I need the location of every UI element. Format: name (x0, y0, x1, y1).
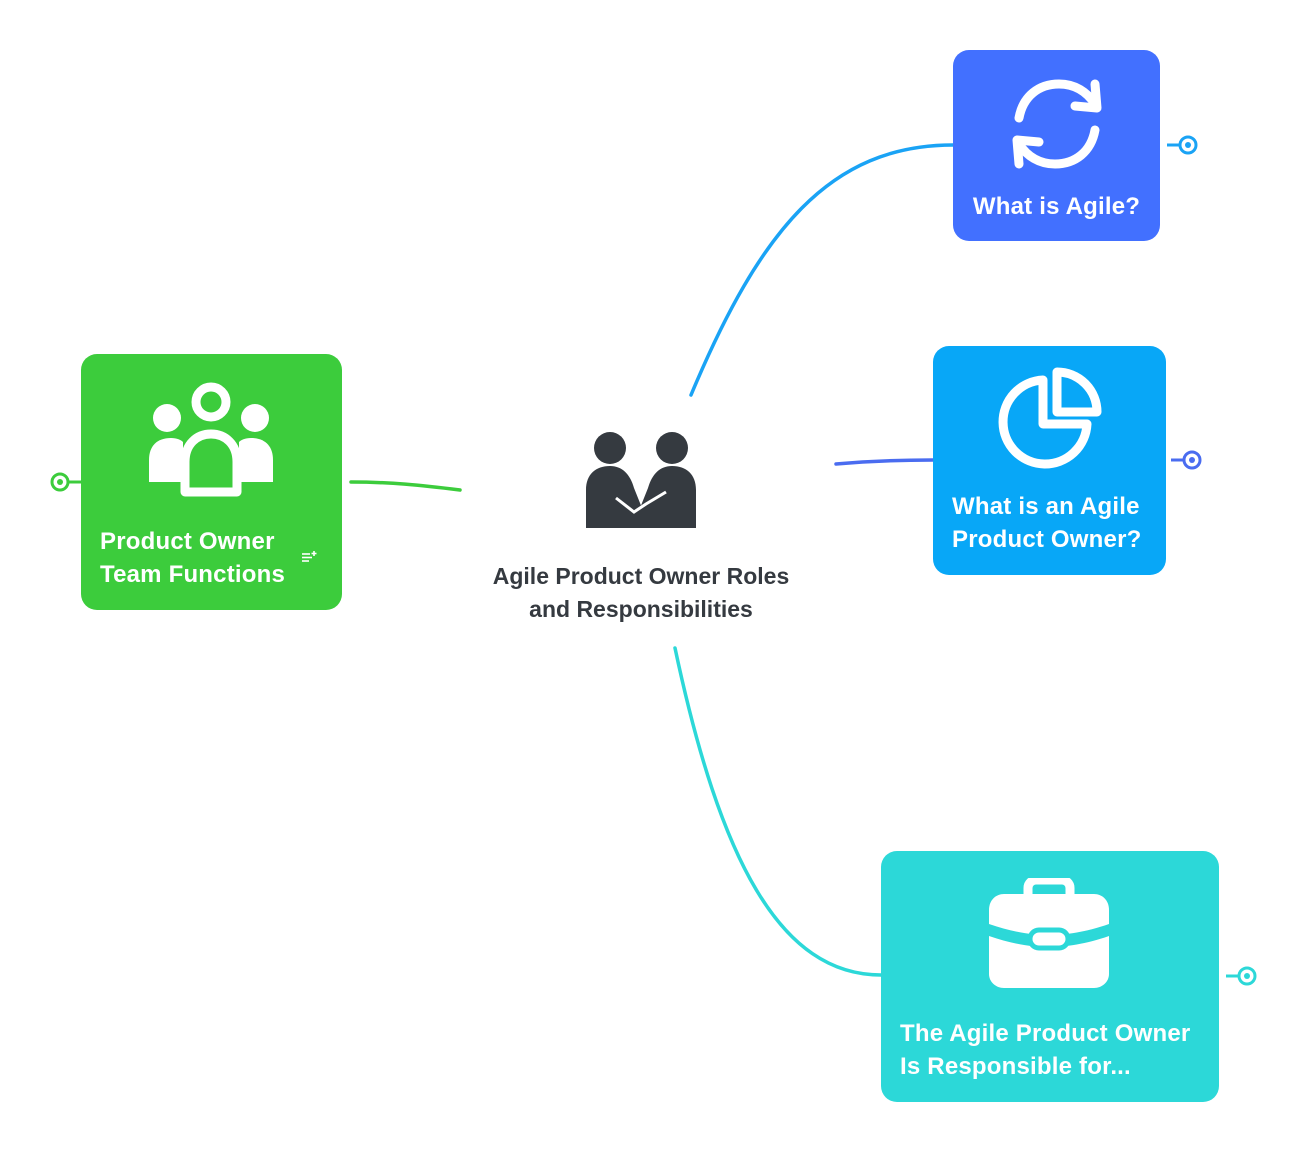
central-topic[interactable]: Agile Product Owner Roles and Responsibi… (461, 420, 821, 645)
topic-label: The Agile Product Owner Is Responsible f… (900, 1020, 1191, 1080)
expand-toggle-team[interactable] (48, 470, 84, 494)
connector-team (349, 480, 462, 492)
topic-label: Product Owner Team Functions (100, 528, 286, 588)
topic-what-is-agile-product-owner[interactable]: What is an Agile Product Owner? (933, 346, 1166, 575)
handshake-icon (586, 432, 696, 528)
team-icon (149, 382, 273, 497)
expand-toggle-responsible[interactable] (1225, 965, 1261, 989)
connector-apo (834, 458, 935, 466)
topic-agile-product-owner-responsible-for[interactable]: The Agile Product Owner Is Responsible f… (881, 851, 1219, 1102)
central-topic-label: Agile Product Owner Roles and Responsibi… (492, 563, 790, 622)
topic-what-is-agile[interactable]: What is Agile? (953, 50, 1160, 241)
briefcase-icon (989, 878, 1109, 988)
refresh-cycle-icon (1012, 79, 1102, 169)
topic-label: What is an Agile Product Owner? (952, 493, 1142, 553)
topic-label: What is Agile? (972, 193, 1141, 220)
expand-toggle-apo[interactable] (1170, 449, 1206, 473)
connector-agile (689, 143, 955, 397)
topic-product-owner-team-functions[interactable]: Product Owner Team Functions (81, 354, 342, 610)
connector-responsible (673, 646, 883, 977)
pie-chart-icon (998, 367, 1102, 469)
expand-toggle-agile[interactable] (1166, 134, 1202, 158)
note-icon[interactable] (301, 550, 317, 564)
